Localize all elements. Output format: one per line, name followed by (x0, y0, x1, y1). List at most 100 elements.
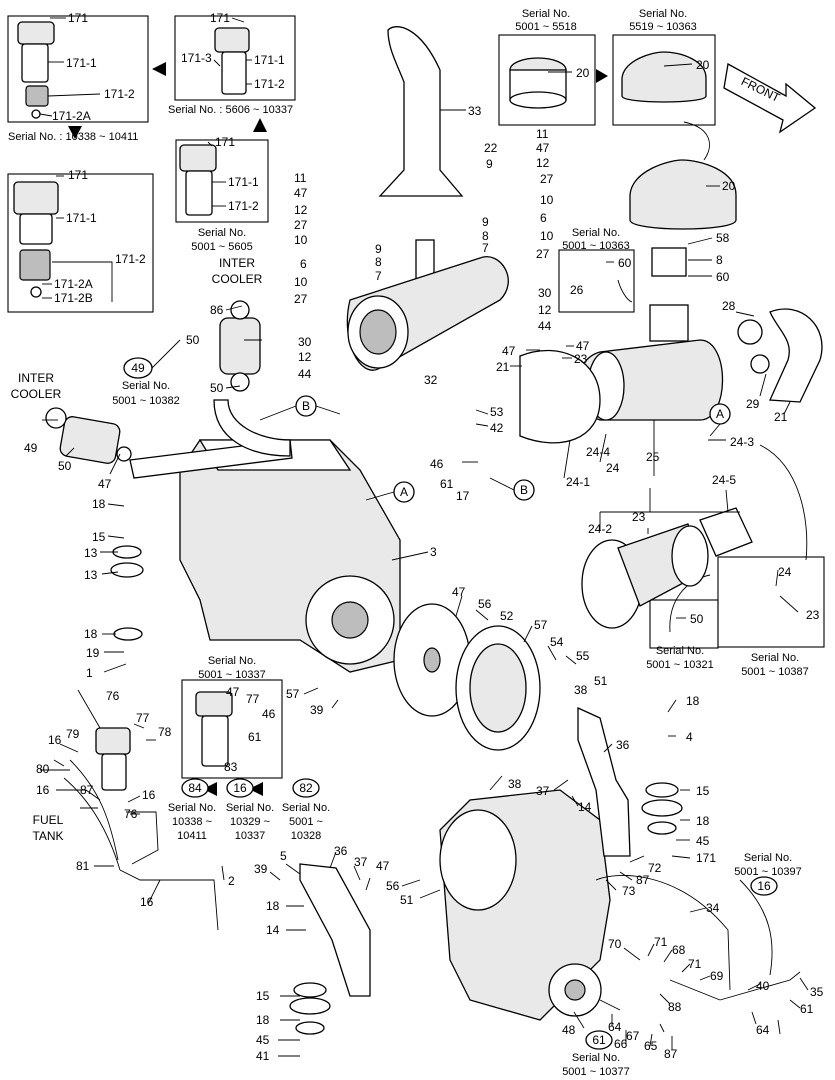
serial-note: Serial No. (572, 1052, 620, 1064)
callout: 47 (576, 339, 590, 353)
inter-cooler-label: COOLER (11, 387, 62, 401)
callout: 12 (294, 203, 308, 217)
flexplate-and-housing (393, 603, 541, 751)
callout: 34 (706, 901, 720, 915)
callout: 87 (664, 1047, 678, 1061)
callout: 27 (536, 247, 550, 261)
callout: 81 (76, 859, 90, 873)
callout: 11 (294, 171, 307, 185)
callout: 171 (696, 851, 716, 865)
fuel-tank-label: FUEL (33, 813, 64, 827)
callout: 71 (688, 957, 702, 971)
callout: 47 (98, 477, 112, 491)
callout: 46 (262, 707, 276, 721)
callout: 6 (300, 257, 307, 271)
circled-ref: 16 (757, 879, 771, 893)
callout: 27 (294, 292, 308, 306)
callout: 23 (806, 608, 820, 622)
serial-note: 5519 ~ 10363 (629, 21, 697, 33)
callout: 41 (256, 1049, 270, 1063)
callout: 10 (294, 275, 308, 289)
callout: 9 (482, 215, 489, 229)
mount-brackets (110, 545, 683, 1035)
serial-note: 10328 (291, 830, 322, 842)
callout: 76 (106, 689, 120, 703)
callout: 16 (48, 733, 62, 747)
callout: 8 (716, 253, 723, 267)
fuel-filter-c (179, 144, 217, 216)
callout: 18 (256, 1013, 270, 1027)
callout: 12 (536, 156, 550, 170)
callout: 54 (550, 635, 564, 649)
callout: 36 (334, 844, 348, 858)
air-cleaner-cap-b (621, 51, 707, 103)
callout: 47 (294, 186, 308, 200)
serial-note: 5001 ~ 10363 (562, 240, 630, 252)
callout: 24 (606, 461, 620, 475)
circled-ref: 84 (188, 781, 202, 795)
serial-note: 5001 ~ (289, 816, 323, 828)
callout: 171-1 (66, 56, 97, 70)
callout: 21 (774, 410, 788, 424)
serial-note: 10329 ~ (230, 816, 270, 828)
serial-note: Serial No. (751, 652, 799, 664)
callout: 88 (668, 1000, 682, 1014)
callout: 24 (778, 565, 792, 579)
callout: 51 (400, 893, 414, 907)
circled-ref: A (716, 407, 724, 421)
callout: 24-3 (730, 435, 754, 449)
callout: 37 (354, 855, 368, 869)
callout: 9 (486, 157, 493, 171)
serial-note: Serial No. (122, 380, 170, 392)
callout: 18 (84, 627, 98, 641)
callout: 46 (430, 457, 444, 471)
serial-note: Serial No. (208, 655, 256, 667)
serial-note: 5001 ~ 10387 (741, 666, 809, 678)
callout: 49 (24, 441, 38, 455)
air-filter-elements (581, 507, 753, 629)
callout: 65 (644, 1039, 658, 1053)
callout: 171-2 (115, 252, 146, 266)
serial-note: Serial No. (744, 852, 792, 864)
serial-note: 5001 ~ 5605 (191, 241, 252, 253)
air-cleaner-cap-a (509, 57, 567, 109)
callout: 26 (570, 283, 584, 297)
callout: 42 (490, 421, 504, 435)
callout: 48 (562, 1023, 576, 1037)
callout: 50 (690, 612, 704, 626)
callout: 16 (36, 783, 50, 797)
leader-lines (39, 17, 809, 1057)
callout: 61 (800, 1002, 814, 1016)
callout: 76 (124, 807, 138, 821)
callout: 30 (298, 335, 312, 349)
callout: 29 (746, 397, 760, 411)
callout: 52 (500, 609, 514, 623)
callout: 16 (142, 788, 156, 802)
engine-block (129, 439, 401, 673)
serial-note: 5001 ~ 10397 (734, 866, 802, 878)
callout: 77 (246, 692, 260, 706)
callout: 50 (58, 459, 72, 473)
serial-note: 5001 ~ 10337 (198, 669, 266, 681)
exhaust-stack (378, 26, 464, 301)
callout: 20 (722, 179, 736, 193)
fuel-filter-a (17, 21, 55, 119)
callout: 10 (540, 229, 554, 243)
callout: 6 (540, 211, 547, 225)
callout: 12 (298, 350, 312, 364)
callout: 24-5 (712, 473, 736, 487)
callout: 73 (622, 884, 636, 898)
callout: 79 (66, 727, 80, 741)
callout: 7 (375, 269, 382, 283)
callout: 28 (722, 299, 736, 313)
air-cleaner-cap-main (629, 159, 737, 277)
callout: 21 (496, 360, 510, 374)
callout: 171 (210, 11, 230, 25)
callout: 51 (594, 674, 608, 688)
circled-ref: 16 (233, 781, 247, 795)
callout: 39 (254, 862, 268, 876)
callout: 40 (756, 979, 770, 993)
callout: 61 (440, 477, 454, 491)
callout: 171-1 (254, 53, 285, 67)
